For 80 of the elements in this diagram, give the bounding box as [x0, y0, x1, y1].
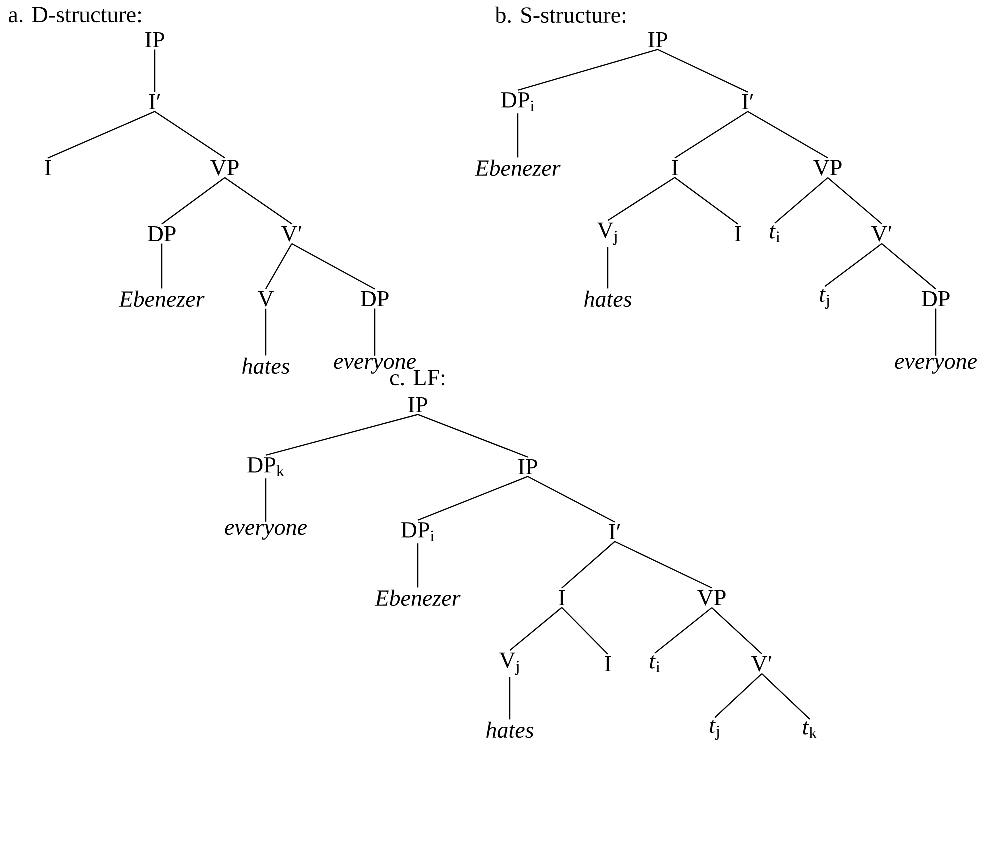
category-label: VP — [698, 590, 726, 606]
category-label: I — [672, 160, 678, 176]
category-label: V′ — [871, 226, 892, 242]
category-label: IP — [146, 32, 164, 48]
tree-branch — [417, 544, 419, 588]
tree-branch — [712, 607, 762, 655]
category-label: V — [258, 291, 274, 307]
category-label: I — [559, 590, 566, 606]
tree-branch — [374, 308, 376, 356]
tree-branch — [510, 607, 562, 652]
category-label: V$_{j}$ — [597, 222, 617, 246]
tree-branch — [658, 49, 748, 93]
category-label: VP — [210, 160, 239, 176]
category-label: IP — [518, 459, 538, 475]
tree-branch — [654, 607, 712, 654]
tree-branch — [266, 414, 418, 456]
category-label: DP — [148, 226, 176, 242]
category-label: I — [45, 160, 52, 176]
tree-branch — [224, 177, 292, 225]
tree-branch — [674, 111, 748, 159]
panel-heading: b. S-structure: — [495, 6, 626, 24]
word-label: everyone — [225, 524, 307, 540]
category-label: DP — [922, 291, 950, 307]
tree-branch — [509, 677, 511, 720]
category-label: t$_{j}$ — [820, 288, 830, 310]
tree-branch — [154, 50, 156, 92]
tree-branch — [674, 177, 738, 225]
tree-branch — [714, 673, 762, 718]
tree-branch — [265, 244, 293, 290]
tree-branch — [265, 308, 267, 356]
category-label: I — [735, 226, 742, 242]
tree-branch — [154, 111, 226, 159]
category-label: DP$_{i}$ — [401, 522, 434, 542]
tree-branch — [828, 177, 882, 225]
category-label: t$_{j}$ — [710, 720, 720, 740]
tree-branch — [528, 476, 616, 523]
tree-branch — [608, 177, 676, 222]
tree-branch — [161, 244, 163, 289]
word-label: hates — [242, 358, 290, 374]
tree-branch — [562, 607, 608, 655]
category-label: t$_{k}$ — [803, 722, 818, 738]
tree-branch — [774, 177, 828, 224]
tree-branch — [265, 478, 267, 522]
category-label: DP — [360, 291, 389, 307]
tree-branch — [418, 414, 528, 458]
tree-branch — [162, 177, 226, 225]
category-label: DP$_{i}$ — [501, 92, 534, 112]
word-label: everyone — [895, 358, 977, 374]
category-label: IP — [648, 32, 668, 48]
word-label: Ebenezer — [118, 290, 205, 308]
tree-branch — [518, 49, 658, 91]
tree-branch — [762, 673, 810, 720]
category-label: VP — [814, 160, 842, 176]
tree-branch — [48, 111, 156, 159]
tree-branch — [607, 247, 609, 289]
category-label: t$_{i}$ — [770, 226, 780, 242]
tree-branch — [562, 541, 616, 589]
tree-branch — [517, 114, 519, 158]
tree-branch — [614, 541, 712, 589]
category-label: IP — [408, 397, 428, 413]
category-label: I′ — [610, 524, 620, 540]
category-label: V′ — [281, 226, 302, 242]
tree-branch — [748, 111, 828, 159]
category-label: V′ — [751, 656, 772, 672]
word-label: Ebenezer — [374, 590, 461, 606]
category-label: I′ — [150, 94, 160, 110]
tree-branch — [292, 243, 376, 290]
category-label: V$_{j}$ — [499, 652, 519, 676]
category-label: I′ — [742, 94, 754, 110]
word-label: Ebenezer — [474, 160, 561, 176]
category-label: I — [605, 656, 612, 672]
category-label: DP$_{k}$ — [248, 458, 284, 476]
tree-branch — [418, 476, 528, 521]
tree-branch — [824, 243, 882, 288]
panel-heading: a. D-structure: — [9, 7, 142, 23]
tree-branch — [935, 308, 937, 356]
category-label: t$_{i}$ — [650, 656, 660, 672]
tree-branch — [882, 243, 936, 290]
word-label: hates — [584, 290, 632, 308]
word-label: hates — [486, 722, 534, 738]
